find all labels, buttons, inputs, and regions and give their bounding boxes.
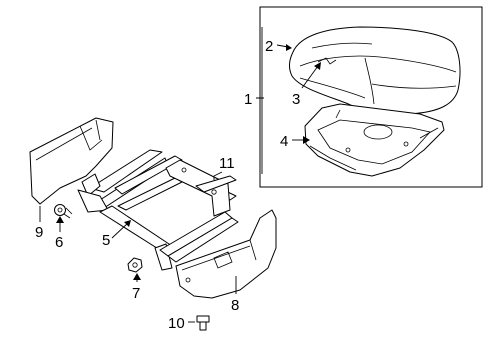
side-cover bbox=[175, 209, 277, 299]
callout-9: 9 bbox=[35, 224, 43, 241]
callout-1: 1 bbox=[244, 91, 252, 108]
callout-7: 7 bbox=[132, 285, 140, 302]
callout-10: 10 bbox=[168, 315, 185, 332]
callout-6: 6 bbox=[55, 234, 63, 251]
callout-2: 2 bbox=[265, 38, 273, 55]
callout-8: 8 bbox=[231, 297, 239, 314]
callout-4: 4 bbox=[280, 133, 288, 150]
callout-11: 11 bbox=[219, 155, 235, 172]
leader-lines bbox=[39, 27, 321, 323]
frame-bracket bbox=[165, 159, 237, 217]
clip-fastener bbox=[54, 204, 73, 219]
bolt-fastener bbox=[196, 315, 210, 331]
cushion-assembly-inset-box bbox=[259, 6, 483, 188]
seat-pan bbox=[304, 103, 445, 177]
callout-3: 3 bbox=[292, 91, 300, 108]
callout-5: 5 bbox=[102, 232, 110, 249]
side-trim-panel bbox=[29, 117, 114, 205]
nut-fastener bbox=[127, 257, 143, 273]
seat-cushion-cover bbox=[289, 26, 461, 115]
